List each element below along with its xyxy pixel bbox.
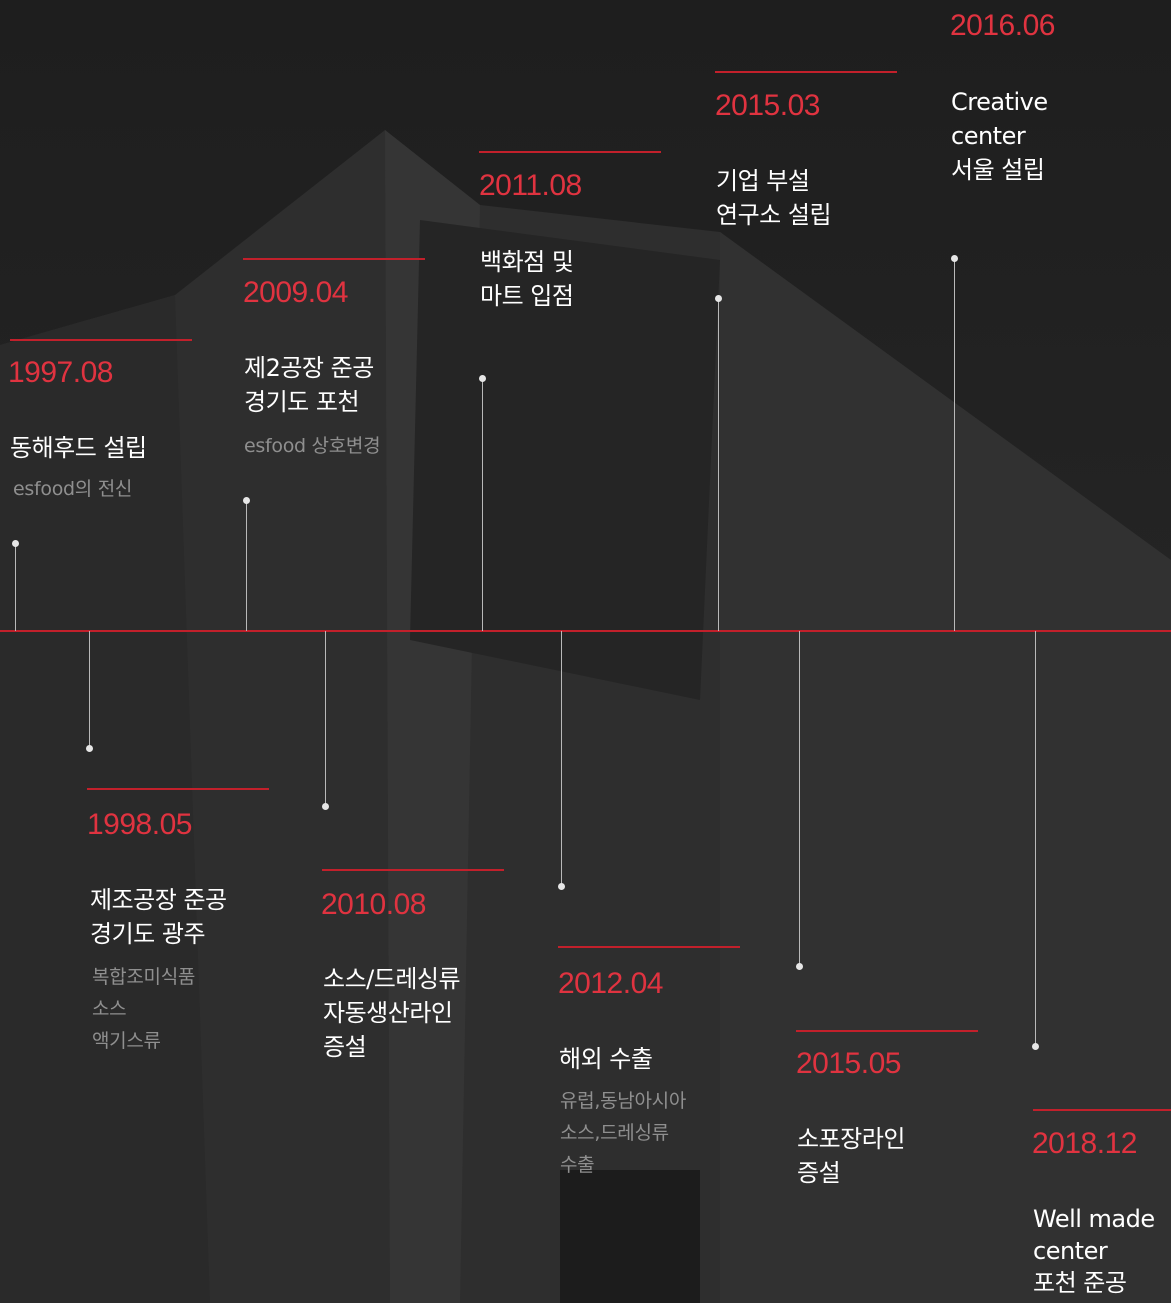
event-stem: [561, 631, 562, 886]
event-title-line: 경기도 포천: [244, 388, 360, 416]
event-title-line: 소스/드레싱류: [323, 965, 461, 993]
event-bar: [715, 71, 897, 73]
event-bar: [1033, 1109, 1171, 1111]
event-dot: [243, 497, 250, 504]
event-title-line: 기업 부설: [716, 167, 810, 195]
event-stem: [1035, 631, 1036, 1046]
event-bar: [479, 151, 661, 153]
event-bar: [796, 1030, 978, 1032]
event-dot: [322, 803, 329, 810]
event-bar: [243, 258, 425, 260]
event-year: 2009.04: [243, 276, 348, 309]
event-subtitle-line: 액기스류: [92, 1030, 161, 1052]
event-subtitle-line: 소스: [92, 998, 127, 1020]
event-title-line: 해외 수출: [559, 1045, 653, 1073]
event-dot: [796, 963, 803, 970]
event-subtitle-line: 소스,드레싱류: [560, 1122, 669, 1144]
timeline-axis: [0, 630, 1171, 632]
event-title: 제2공장 준공 경기도 포천: [244, 351, 374, 419]
event-stem: [799, 631, 800, 966]
event-title-line: 경기도 광주: [90, 920, 206, 948]
event-stem: [482, 378, 483, 631]
event-title: Creative center 서울 설립: [951, 85, 1048, 187]
event-title: Well made center 포천 준공: [1033, 1203, 1155, 1299]
event-stem: [325, 631, 326, 806]
event-title-line: 증설: [323, 1033, 367, 1061]
event-subtitle: 복합조미식품 소스 액기스류: [92, 961, 195, 1057]
event-dot: [479, 375, 486, 382]
event-stem: [954, 258, 955, 631]
event-subtitle-line: esfood의 전신: [13, 478, 133, 500]
event-title-line: center: [951, 122, 1026, 150]
event-title-line: 포천 준공: [1033, 1269, 1127, 1297]
event-title-line: 마트 입점: [480, 282, 574, 310]
event-year: 1997.08: [8, 356, 113, 389]
event-dot: [12, 540, 19, 547]
event-title-line: 증설: [797, 1159, 841, 1187]
event-dot: [558, 883, 565, 890]
event-subtitle: 유럽,동남아시아 소스,드레싱류 수출: [560, 1085, 686, 1181]
event-year: 2015.03: [715, 89, 820, 122]
event-title-line: 동해후드 설립: [10, 434, 147, 462]
event-year: 2016.06: [950, 9, 1055, 42]
event-bar: [87, 788, 269, 790]
event-title: 소스/드레싱류 자동생산라인 증설: [323, 962, 461, 1064]
event-title: 백화점 및 마트 입점: [480, 245, 574, 313]
event-year: 2010.08: [321, 888, 426, 921]
event-title-line: 자동생산라인: [323, 999, 453, 1027]
event-dot: [951, 255, 958, 262]
event-subtitle-line: 복합조미식품: [92, 966, 196, 988]
event-year: 1998.05: [87, 808, 192, 841]
event-title-line: 연구소 설립: [716, 201, 832, 229]
event-title: 소포장라인 증설: [797, 1122, 905, 1190]
event-subtitle-line: esfood 상호변경: [244, 435, 381, 457]
event-bar: [322, 869, 504, 871]
event-dot: [86, 745, 93, 752]
event-title-line: center: [1033, 1237, 1108, 1265]
event-dot: [715, 295, 722, 302]
event-subtitle-line: 유럽,동남아시아: [560, 1090, 687, 1112]
event-title: 제조공장 준공 경기도 광주: [90, 883, 227, 951]
event-title-line: 소포장라인: [797, 1125, 905, 1153]
event-title-line: 제조공장 준공: [90, 886, 227, 914]
event-title-line: 백화점 및: [480, 248, 574, 276]
event-title-line: 서울 설립: [951, 156, 1045, 184]
event-bar: [558, 946, 740, 948]
event-stem: [246, 500, 247, 631]
event-dot: [1032, 1043, 1039, 1050]
event-title: 동해후드 설립: [10, 431, 147, 465]
event-subtitle: esfood 상호변경: [244, 430, 381, 462]
event-year: 2011.08: [479, 169, 582, 202]
event-stem: [718, 298, 719, 631]
event-stem: [89, 631, 90, 748]
event-title: 기업 부설 연구소 설립: [716, 164, 832, 232]
event-title-line: Creative: [951, 88, 1048, 116]
event-title-line: Well made: [1033, 1205, 1155, 1233]
event-year: 2018.12: [1032, 1127, 1137, 1160]
event-year: 2015.05: [796, 1047, 901, 1080]
event-subtitle-line: 수출: [560, 1154, 595, 1176]
event-stem: [15, 543, 16, 631]
event-subtitle: esfood의 전신: [13, 473, 132, 505]
event-bar: [10, 339, 192, 341]
event-title: 해외 수출: [559, 1042, 653, 1076]
event-year: 2012.04: [558, 967, 663, 1000]
event-title-line: 제2공장 준공: [244, 354, 374, 382]
